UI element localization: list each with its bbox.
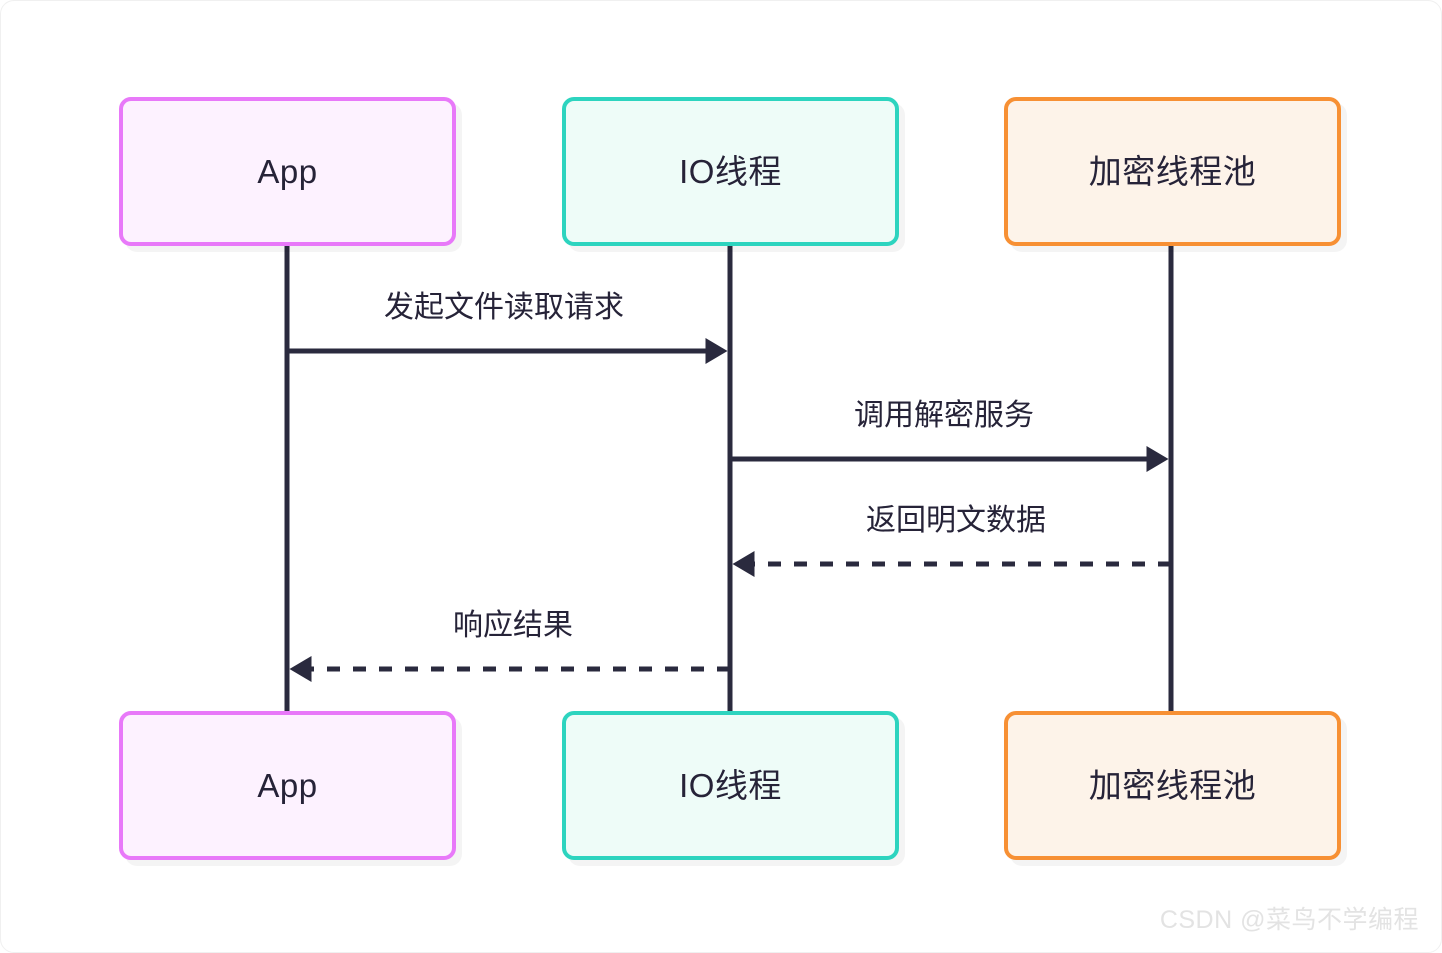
participant-box-io-top[interactable]: IO线程 <box>562 97 899 246</box>
participant-box-pool-bottom[interactable]: 加密线程池 <box>1004 711 1341 860</box>
participant-label-io-top: IO线程 <box>679 153 782 190</box>
participant-box-app-top[interactable]: App <box>119 97 456 246</box>
participant-box-app-bottom[interactable]: App <box>119 711 456 860</box>
message-label-3: 返回明文数据 <box>866 504 1046 537</box>
message-arrowhead-3 <box>732 551 755 577</box>
participant-box-pool-top[interactable]: 加密线程池 <box>1004 97 1341 246</box>
participant-label-pool-top: 加密线程池 <box>1088 153 1257 190</box>
message-label-2: 调用解密服务 <box>854 399 1034 432</box>
message-arrowhead-2 <box>1146 446 1169 472</box>
participant-label-pool-bottom: 加密线程池 <box>1088 767 1257 804</box>
watermark: CSDN @菜鸟不学编程 <box>1159 906 1419 934</box>
participant-label-io-bottom: IO线程 <box>679 767 782 804</box>
participant-label-app-top: App <box>257 153 318 190</box>
message-label-4: 响应结果 <box>453 609 573 642</box>
message-arrowhead-1 <box>705 338 728 364</box>
message-label-1: 发起文件读取请求 <box>384 291 624 324</box>
participant-label-app-bottom: App <box>257 767 318 804</box>
participant-box-io-bottom[interactable]: IO线程 <box>562 711 899 860</box>
message-arrowhead-4 <box>289 656 312 682</box>
